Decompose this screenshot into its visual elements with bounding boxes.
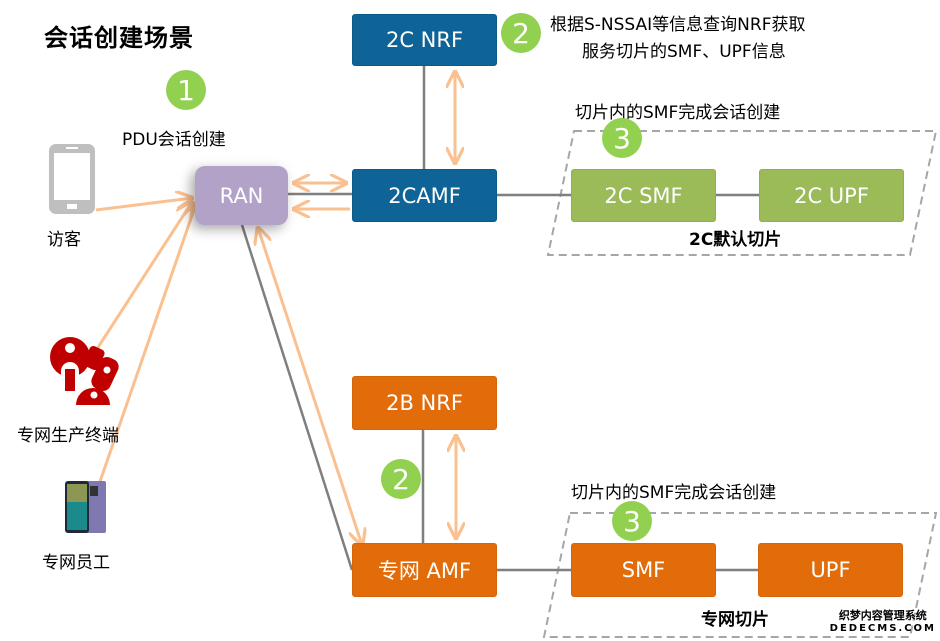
step3-top-label: 切片内的SMF完成会话创建 xyxy=(575,103,781,123)
device-label-terminal: 专网生产终端 xyxy=(17,426,119,446)
slice-private-label: 专网切片 xyxy=(701,610,769,630)
watermark: 织梦内容管理系统 DEDECMS.COM xyxy=(830,609,936,635)
step-badge-2-top: 2 xyxy=(501,13,541,53)
nrf-2c-node[interactable]: 2C NRF xyxy=(352,14,497,66)
arrow-visitor-ran xyxy=(95,198,192,212)
smf-2c-node[interactable]: 2C SMF xyxy=(571,169,716,222)
nrf-2b-node[interactable]: 2B NRF xyxy=(352,376,497,430)
slice-2c-border xyxy=(546,130,938,256)
step-badge-2-bottom: 2 xyxy=(381,459,421,499)
employee-phone-icon xyxy=(64,480,108,534)
link-ran-amfprivate xyxy=(240,224,354,571)
device-label-employee: 专网员工 xyxy=(42,553,110,573)
step2-label-line2: 服务切片的SMF、UPF信息 xyxy=(582,42,786,62)
device-label-visitor: 访客 xyxy=(47,230,81,250)
amf-private-node[interactable]: 专网 AMF xyxy=(352,543,497,597)
slice-2c-label: 2C默认切片 xyxy=(689,230,782,250)
step1-label: PDU会话创建 xyxy=(122,130,226,150)
step-badge-3-top: 3 xyxy=(602,118,642,158)
slice-private-border xyxy=(542,512,938,638)
step-badge-3-bottom: 3 xyxy=(612,501,652,541)
step2-label-line1: 根据S-NSSAI等信息查询NRF获取 xyxy=(550,15,806,35)
step3-bottom-label: 切片内的SMF完成会话创建 xyxy=(571,483,777,503)
smf-private-node[interactable]: SMF xyxy=(571,543,716,597)
arrow-employee-ran xyxy=(84,204,196,523)
step-badge-1: 1 xyxy=(166,70,206,110)
industrial-terminal-icon xyxy=(48,335,124,405)
ran-node[interactable]: RAN xyxy=(195,166,288,225)
page-title: 会话创建场景 xyxy=(44,24,194,52)
watermark-line1: 织梦内容管理系统 xyxy=(838,609,927,622)
upf-private-node[interactable]: UPF xyxy=(758,543,903,597)
arrow-terminal-ran xyxy=(93,202,192,353)
watermark-line2: DEDECMS.COM xyxy=(829,623,936,634)
upf-2c-node[interactable]: 2C UPF xyxy=(759,169,904,222)
arrow-ran-amfprivate-bidir xyxy=(258,228,362,545)
amf-2c-node[interactable]: 2CAMF xyxy=(352,169,497,222)
smartphone-icon xyxy=(48,143,96,215)
